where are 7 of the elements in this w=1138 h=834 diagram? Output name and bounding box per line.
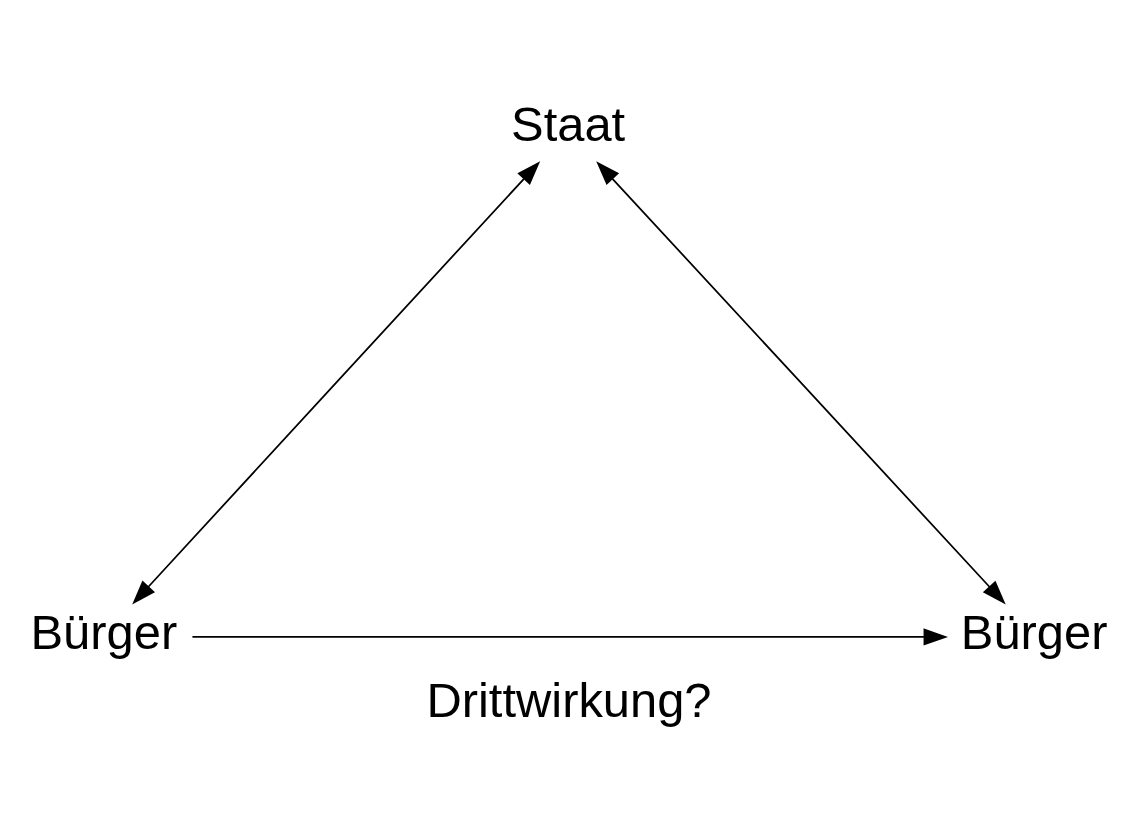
arrow: [191, 628, 948, 646]
arrow: [596, 161, 1006, 605]
node-text: Bürger: [960, 604, 1108, 659]
node-text: Bürger: [30, 604, 178, 659]
arrow: [132, 161, 541, 605]
node-text: Staat: [511, 97, 626, 152]
caption: Drittwirkung?: [426, 673, 712, 728]
